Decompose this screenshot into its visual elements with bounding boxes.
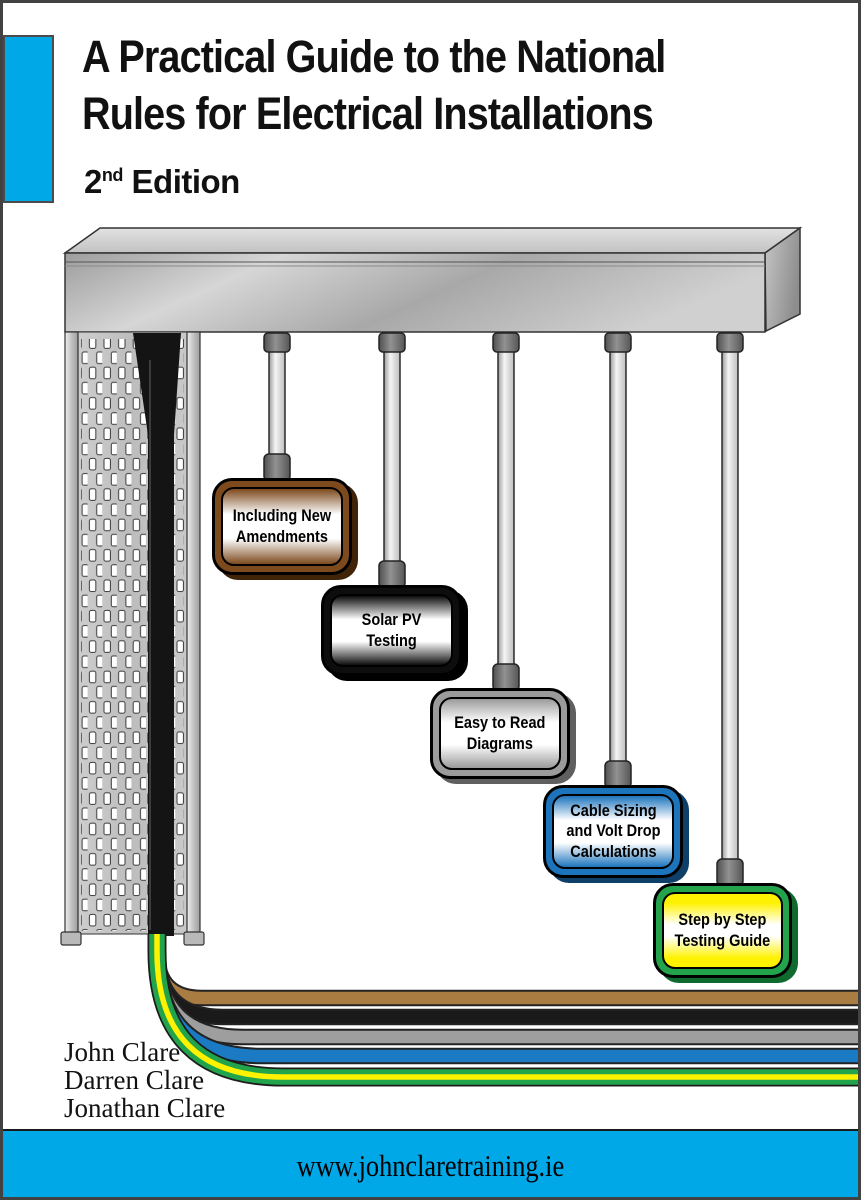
gland-bottom: [378, 560, 406, 589]
gland-bottom: [492, 663, 520, 692]
tag-label: Solar PV Testing: [361, 610, 422, 650]
tag-solar-pv-testing: Solar PV Testing: [321, 585, 462, 676]
gland-top: [716, 332, 744, 353]
tag-inner: Step by Step Testing Guide: [662, 892, 783, 969]
tag-label: Cable Sizing and Volt Drop Calculations: [565, 801, 661, 861]
drop-cable-2: [378, 332, 406, 589]
drop-cable-4: [604, 332, 632, 789]
cable-tray: [60, 331, 205, 946]
drop-cable-5: [716, 332, 744, 887]
tag-label: Easy to Read Diagrams: [454, 713, 546, 753]
edition-suffix: nd: [101, 165, 124, 185]
gland-top: [604, 332, 632, 353]
tag-cable-sizing-volt-drop: Cable Sizing and Volt Drop Calculations: [543, 785, 683, 878]
drop-cable-3: [492, 332, 520, 692]
gland-bottom: [263, 453, 291, 482]
gland-top: [378, 332, 406, 353]
tag-easy-to-read-diagrams: Easy to Read Diagrams: [430, 688, 570, 779]
drop-cable-1: [263, 332, 291, 482]
tag-label: Step by Step Testing Guide: [674, 910, 771, 950]
tag-inner: Easy to Read Diagrams: [439, 697, 561, 770]
metal-trunking: [62, 226, 803, 333]
title-line-1: A Practical Guide to the National: [82, 31, 666, 82]
black-cable-sheath: [133, 333, 181, 936]
author-list: John Clare Darren Clare Jonathan Clare: [64, 1038, 225, 1122]
drop-cables: [263, 332, 744, 887]
edition-word: Edition: [131, 163, 241, 200]
edition-number: 2: [84, 163, 102, 200]
tag-step-by-step-testing-guide: Step by Step Testing Guide: [653, 883, 792, 978]
footer-bar: www.johnclaretraining.ie: [0, 1129, 861, 1200]
wire-earth-green-yellow: [147, 934, 859, 1087]
accent-rectangle: [3, 35, 54, 203]
website-url: www.johnclaretraining.ie: [296, 1147, 565, 1183]
title-line-2: Rules for Electrical Installations: [82, 88, 654, 139]
author-name: John Clare: [64, 1037, 181, 1067]
gland-bottom: [604, 760, 632, 789]
edition-label: 2nd Edition: [84, 163, 240, 201]
page-title: A Practical Guide to the National Rules …: [82, 28, 745, 142]
tag-label: Including New Amendments: [232, 506, 332, 546]
gland-top: [492, 332, 520, 353]
tag-inner: Cable Sizing and Volt Drop Calculations: [552, 794, 674, 869]
author-name: Jonathan Clare: [64, 1093, 226, 1123]
conductor-wires: [147, 934, 859, 1087]
tag-inner: Solar PV Testing: [330, 594, 453, 667]
gland-top: [263, 332, 291, 353]
gland-bottom: [716, 858, 744, 887]
author-name: Darren Clare: [64, 1065, 205, 1095]
tag-inner: Including New Amendments: [221, 487, 343, 566]
tag-including-new-amendments: Including New Amendments: [212, 478, 352, 575]
